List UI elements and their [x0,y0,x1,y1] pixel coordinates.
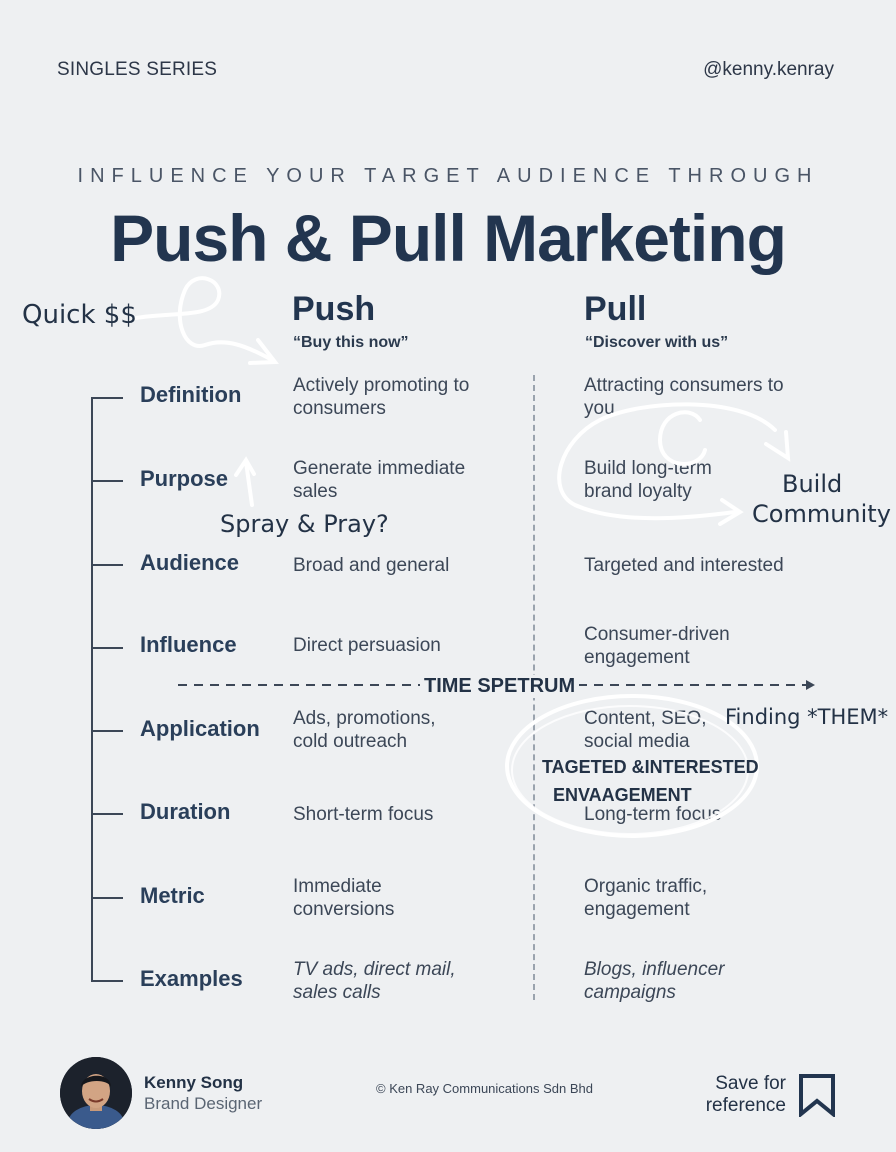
row-label-definition: Definition [140,382,242,407]
series-label: SINGLES SERIES [57,59,218,80]
author-name: Kenny Song [144,1073,244,1092]
row-label-metric: Metric [140,883,205,908]
row-tick [91,730,123,732]
pull-metric: Organic traffic, engagement [584,876,708,920]
arrow-head [806,680,815,690]
time-spectrum-label: TIME SPETRUM [420,675,580,698]
row-tick [91,564,123,566]
arrow-head [764,430,791,462]
save-line-2: reference [705,1095,786,1116]
push-examples: TV ads, direct mail, sales calls [293,959,456,1003]
push-audience: Broad and general [293,555,450,576]
author-role: Brand Designer [144,1094,263,1113]
row-bracket [91,397,93,982]
annotation-build-2: Community [752,500,891,528]
annotation-finding: Finding *THEM* [725,705,889,729]
loop-arrow [557,402,777,521]
push-application: Ads, promotions, cold outreach [293,708,436,752]
row-tick [91,980,123,982]
pull-audience: Targeted and interested [584,555,784,576]
loop-arrow [134,276,274,362]
copyright-text: © Ken Ray Communications Sdn Bhd [376,1081,593,1096]
row-tick [91,480,123,482]
page-title: Push & Pull Marketing [110,201,787,275]
push-definition: Actively promoting to consumers [293,375,470,419]
arrow-head [248,338,279,365]
pull-duration: Long-term focus [584,804,722,825]
row-label-duration: Duration [140,799,231,824]
row-label-examples: Examples [140,966,243,991]
row-label-application: Application [140,716,260,741]
pull-influence: Consumer-driven engagement [584,624,730,668]
row-label-purpose: Purpose [140,466,229,491]
push-metric: Immediate conversions [293,876,395,920]
annotation-targeted-1: TAGETED &INTERESTED [542,757,759,777]
pull-application: Content, SEO, social media [584,708,707,752]
highlight-ellipse [505,694,759,838]
up-arrow [244,460,254,507]
push-column-subtitle: “Buy this now” [293,334,409,351]
annotation-spray: Spray & Pray? [220,510,389,538]
pull-examples: Blogs, influencer campaigns [584,959,725,1003]
title-kicker: INFLUENCE YOUR TARGET AUDIENCE THROUGH [77,165,819,187]
annotation-quick: Quick $$ [22,300,137,330]
row-tick [91,397,123,399]
pull-column-subtitle: “Discover with us” [585,334,729,351]
pull-column-title: Pull [584,290,647,328]
bookmark-icon[interactable] [798,1073,836,1117]
author-handle[interactable]: @kenny.kenray [703,59,834,80]
pull-definition: Attracting consumers to you [584,375,784,419]
push-influence: Direct persuasion [293,635,441,656]
arrow-head [718,498,744,526]
push-duration: Short-term focus [293,804,434,825]
annotation-targeted-2: ENVAAGEMENT [553,785,692,805]
arrow-head [234,456,256,477]
row-tick [91,813,123,815]
row-tick [91,897,123,899]
row-tick [91,647,123,649]
save-line-1: Save for [715,1073,786,1094]
save-for-reference[interactable]: Save for reference [706,1073,786,1117]
row-label-audience: Audience [140,550,240,575]
row-label-influence: Influence [140,632,237,657]
annotation-build-1: Build [782,470,843,498]
push-column-title: Push [292,290,376,328]
push-purpose: Generate immediate sales [293,458,466,502]
avatar [60,1057,132,1129]
